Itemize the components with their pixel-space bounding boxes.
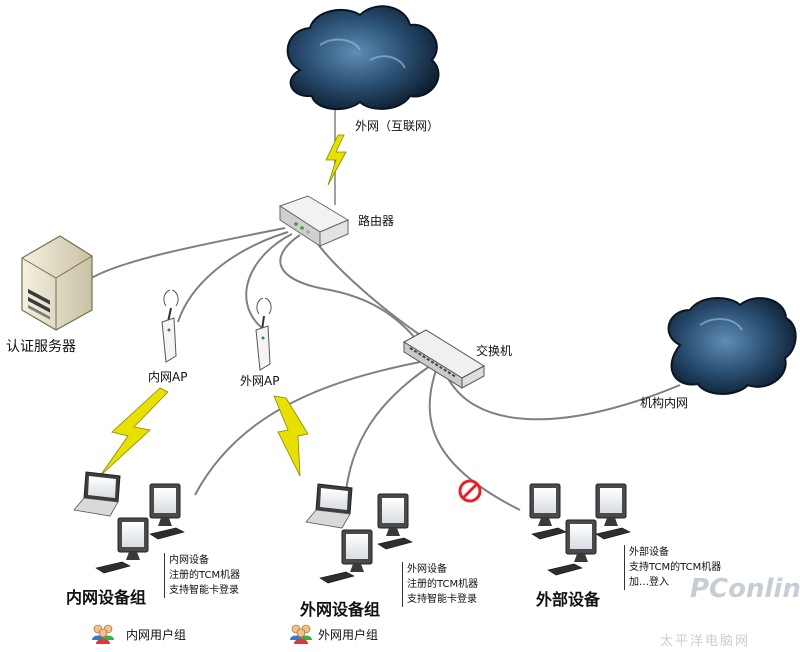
wire-router-ap-internal — [177, 231, 289, 323]
wire-switch-outside-devices — [428, 369, 521, 511]
wireless-link-internet-icon — [325, 134, 347, 186]
wire-router-ap-external — [245, 233, 293, 329]
watermark-brand: PConline — [690, 574, 800, 604]
internal-user-group-label: 内网用户组 — [126, 628, 187, 642]
external-note-3: 支持智能卡登录 — [407, 594, 477, 605]
org-intranet-cloud-icon — [667, 297, 797, 395]
external-group-notes: 外网设备 注册的TCM机器 支持智能卡登录 — [402, 562, 478, 607]
router-icon — [278, 195, 350, 247]
outside-note-3: 加…登入 — [629, 577, 669, 588]
internal-group-title: 内网设备组 — [66, 588, 147, 607]
outside-devices-title: 外部设备 — [536, 590, 601, 609]
wire-switch-org-intranet — [444, 371, 681, 421]
wireless-link-external-icon — [273, 395, 309, 477]
external-group-title: 外网设备组 — [300, 600, 381, 619]
internet-label: 外网（互联网） — [355, 119, 440, 133]
external-user-group-icon — [290, 624, 312, 644]
internal-note-1: 内网设备 — [169, 555, 209, 566]
external-device-group-icon — [305, 483, 413, 584]
external-note-1: 外网设备 — [407, 564, 447, 575]
outside-note-2: 支持TCM的TCM机器 — [629, 562, 722, 573]
internal-note-3: 支持智能卡登录 — [169, 585, 239, 596]
internal-user-group-icon — [92, 624, 114, 644]
wire-router-auth-server — [87, 227, 286, 281]
internal-ap-icon — [161, 289, 179, 363]
router-label: 路由器 — [358, 214, 395, 228]
auth-server-label: 认证服务器 — [6, 339, 76, 355]
watermark-site: 太平洋电脑网 — [660, 634, 751, 649]
ap-internal-label: 内网AP — [148, 370, 188, 384]
wire-switch-internal-group — [194, 361, 421, 496]
blocked-access-icon — [458, 479, 482, 503]
org-intranet-label: 机构内网 — [640, 396, 689, 410]
wire-router-switch-b — [314, 239, 421, 336]
outside-device-notes: 外部设备 支持TCM的TCM机器 加…登入 — [624, 545, 721, 590]
outside-note-1: 外部设备 — [629, 547, 669, 558]
external-ap-icon — [255, 297, 272, 371]
internet-cloud-icon — [286, 5, 440, 111]
switch-icon — [403, 329, 485, 389]
ap-external-label: 外网AP — [240, 374, 280, 388]
switch-label: 交换机 — [476, 344, 513, 358]
external-note-2: 注册的TCM机器 — [407, 579, 479, 590]
external-user-group-label: 外网用户组 — [318, 628, 379, 642]
internal-note-2: 注册的TCM机器 — [169, 570, 241, 581]
internal-group-notes: 内网设备 注册的TCM机器 支持智能卡登录 — [164, 553, 240, 598]
outside-devices-icon — [529, 483, 631, 576]
wires — [87, 108, 681, 511]
wire-switch-external-group — [344, 365, 431, 501]
wire-router-switch-a — [279, 234, 416, 339]
auth-server-icon — [21, 235, 93, 331]
wireless-link-internal-icon — [99, 387, 169, 477]
